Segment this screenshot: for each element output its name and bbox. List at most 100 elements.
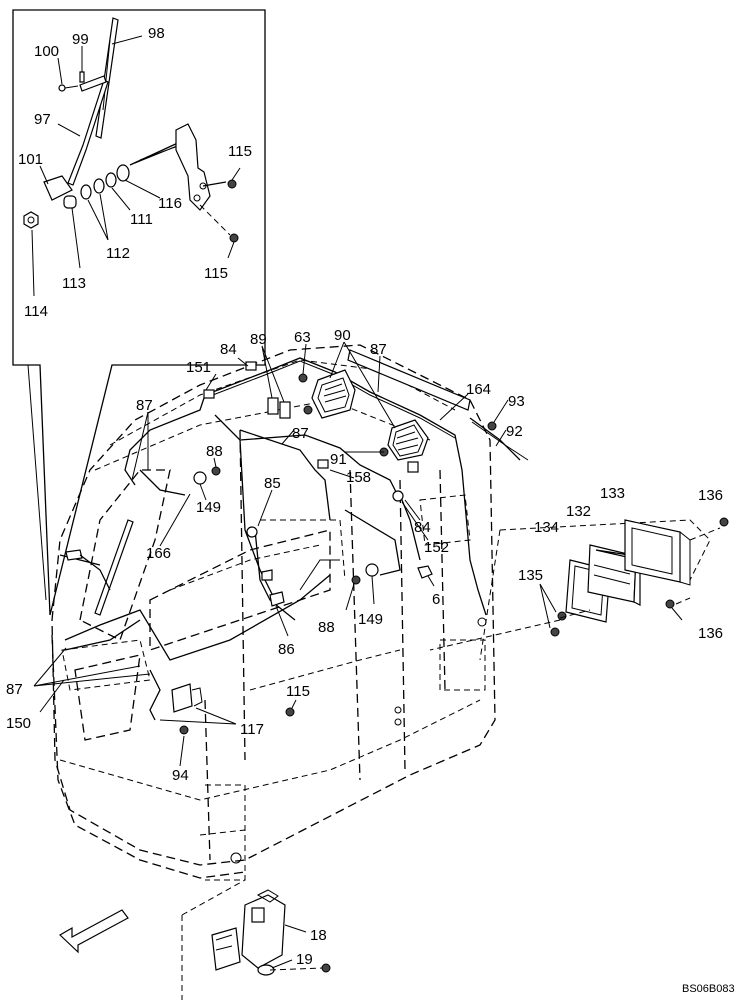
- screw-135b: [550, 627, 560, 637]
- callout-136-a: 136: [698, 487, 723, 504]
- grommet-149a: [193, 471, 207, 485]
- callout-84-a: 84: [220, 341, 237, 358]
- callout-90: 90: [334, 327, 351, 344]
- callout-166: 166: [146, 545, 171, 562]
- module-117: [171, 683, 193, 713]
- callout-115-c: 115: [286, 683, 310, 700]
- washer-112b: [93, 178, 105, 194]
- callout-152: 152: [424, 539, 449, 556]
- callout-115-b: 115: [204, 265, 228, 282]
- callout-100: 100: [34, 43, 59, 60]
- callout-149-b: 149: [358, 611, 383, 628]
- wiper-arm: [67, 75, 109, 186]
- callout-63: 63: [294, 329, 311, 346]
- clip-99: [79, 71, 85, 83]
- screw-63: [298, 373, 308, 383]
- callout-labels: 100 99 98 97 101 114 113 112 111 116 115…: [6, 25, 735, 995]
- seal-110: [116, 164, 130, 182]
- callout-98: 98: [148, 25, 165, 42]
- clip-6: [417, 565, 433, 579]
- bolt-115b: [229, 233, 239, 243]
- callout-87-d: 87: [6, 681, 23, 698]
- callout-150: 150: [6, 715, 31, 732]
- connector-151: [203, 389, 215, 399]
- speaker-right: [387, 419, 429, 461]
- grommet-85: [246, 526, 258, 538]
- callout-94: 94: [172, 767, 189, 784]
- washer-112a: [80, 184, 92, 200]
- callout-88-b: 88: [318, 619, 335, 636]
- connector-84: [245, 361, 257, 371]
- controller-unit: [211, 889, 331, 976]
- roof-rail: [347, 349, 471, 411]
- callout-84-b: 84: [414, 519, 431, 536]
- cab-outline: [51, 344, 496, 1000]
- callout-87-a: 87: [370, 341, 387, 358]
- screw-93: [487, 421, 497, 431]
- callout-89: 89: [250, 331, 267, 348]
- callout-151: 151: [186, 359, 211, 376]
- screw-19: [321, 963, 331, 973]
- connector-87: [317, 459, 329, 469]
- grommet-84: [392, 490, 404, 502]
- leader-lines: [31, 35, 683, 969]
- screw-136a: [719, 517, 729, 527]
- clip-86: [261, 569, 273, 581]
- clip-86b: [269, 591, 285, 607]
- callout-111: 111: [130, 211, 153, 228]
- screw-88a: [211, 466, 221, 476]
- screw-91a: [303, 405, 313, 415]
- callout-149-a: 149: [196, 499, 221, 516]
- speaker-left: [311, 369, 356, 419]
- callout-116: 116: [158, 195, 182, 212]
- callout-158: 158: [346, 469, 371, 486]
- callout-87-c: 87: [292, 425, 309, 442]
- callout-101: 101: [18, 151, 43, 168]
- screw-94: [179, 725, 189, 735]
- switch-89b: [279, 401, 291, 419]
- callout-135: 135: [518, 567, 543, 584]
- nut-114: [23, 211, 39, 229]
- callout-136-b: 136: [698, 625, 723, 642]
- drawing-code: BS06B083: [682, 983, 735, 995]
- callout-97: 97: [34, 111, 51, 128]
- wiper-inset: [12, 9, 266, 616]
- wiring-harness: [59, 357, 529, 721]
- callout-85: 85: [264, 475, 281, 492]
- screw-136b: [665, 599, 675, 609]
- callout-133: 133: [600, 485, 625, 502]
- callout-6: 6: [432, 591, 440, 608]
- callout-112: 112: [106, 245, 130, 262]
- callout-92: 92: [506, 423, 523, 440]
- callout-93: 93: [508, 393, 525, 410]
- callout-88-a: 88: [206, 443, 223, 460]
- callout-132: 132: [566, 503, 591, 520]
- callout-86: 86: [278, 641, 295, 658]
- callout-114: 114: [24, 303, 48, 320]
- grommet-149b: [365, 563, 379, 577]
- screw-100: [58, 84, 66, 92]
- front-wiper: [65, 519, 134, 616]
- pivot-cap: [43, 175, 73, 201]
- callout-164: 164: [466, 381, 491, 398]
- callout-134: 134: [534, 519, 559, 536]
- washer-111: [105, 172, 117, 188]
- work-light: [429, 517, 729, 661]
- callout-99: 99: [72, 31, 89, 48]
- connector-158: [407, 461, 419, 473]
- screw-88b: [351, 575, 361, 585]
- screw-135a: [557, 611, 567, 621]
- callout-115-a: 115: [228, 143, 252, 160]
- callout-19: 19: [296, 951, 313, 968]
- screw-115c: [285, 707, 295, 717]
- bolt-115a: [227, 179, 237, 189]
- callout-117: 117: [240, 721, 264, 738]
- callout-87-b: 87: [136, 397, 153, 414]
- callout-18: 18: [310, 927, 327, 944]
- callout-113: 113: [62, 275, 86, 292]
- callout-91: 91: [330, 451, 347, 468]
- bushing-113: [63, 195, 77, 209]
- front-direction-arrow-icon: [59, 909, 129, 954]
- switch-89a: [267, 397, 279, 415]
